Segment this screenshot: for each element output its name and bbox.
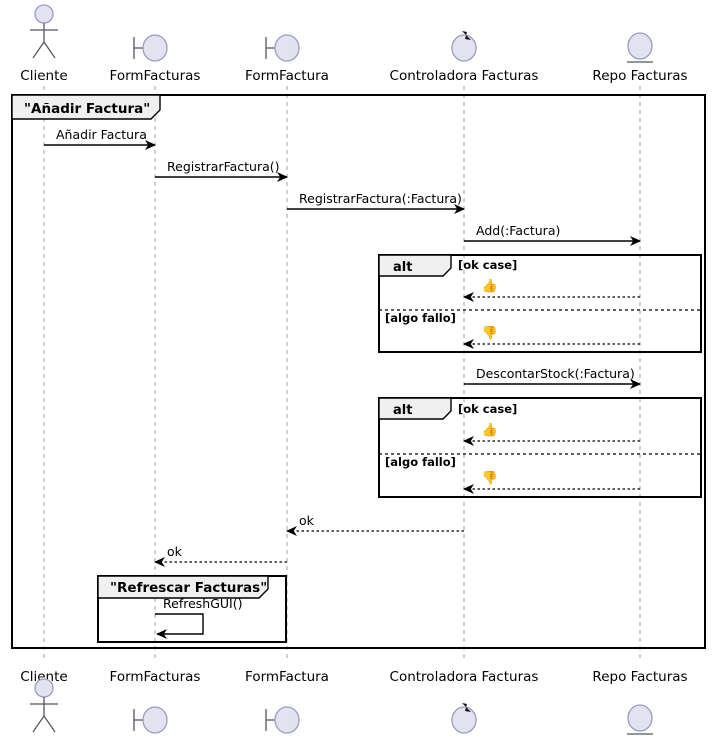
message-m1: Añadir Factura <box>44 127 156 150</box>
self-message-sm1: RefreshGUI() <box>155 596 242 639</box>
message-m10: ok <box>286 513 464 536</box>
actor-leg-left-icon <box>32 715 45 733</box>
control-circle-icon <box>451 706 477 734</box>
lifeline-label-formfacturas: FormFacturas <box>110 68 201 84</box>
message-m7: DescontarStock(:Factura) <box>464 366 641 389</box>
message-label-m7: DescontarStock(:Factura) <box>476 366 635 381</box>
lifeline-foot-cliente: Cliente <box>20 669 68 733</box>
alt-1: alt [ok case] [algo fallo] <box>378 254 702 353</box>
lifeline-head-formfacturas: FormFacturas <box>110 34 201 84</box>
thumbs-down-icon: 👎 <box>482 470 498 486</box>
boundary-circle-icon <box>142 706 168 734</box>
frame-anadir-factura-title: "Añadir Factura" <box>24 101 150 117</box>
lifeline-head-repo: Repo Facturas <box>592 32 688 84</box>
frame-anadir-factura-border <box>11 94 706 649</box>
message-label-m3: RegistrarFactura(:Factura) <box>299 191 462 206</box>
entity-circle-icon <box>627 704 653 732</box>
alt-1-border <box>378 254 702 353</box>
self-message-line-sm1 <box>155 613 204 639</box>
message-m9: 👎 <box>463 470 640 494</box>
thumbs-down-icon: 👎 <box>482 325 498 341</box>
message-m2: RegistrarFactura() <box>155 159 288 182</box>
fragments-layer: alt [ok case] [algo fallo] alt [ok case] [alg… <box>378 254 702 498</box>
alt-2-tab <box>378 397 452 420</box>
frame-refrescar-facturas-tab <box>97 575 269 599</box>
message-label-m2: RegistrarFactura() <box>167 159 280 174</box>
lifeline-label-cliente: Cliente <box>20 68 67 84</box>
message-m11: ok <box>154 544 287 567</box>
alt-1-guard-1: [algo fallo] <box>385 311 456 325</box>
lifeline-label-formfactura: FormFactura <box>245 68 329 84</box>
message-label-m4: Add(:Factura) <box>476 223 560 238</box>
message-label-m1: Añadir Factura <box>56 127 147 142</box>
alt-1-tab <box>378 254 452 277</box>
actor-leg-left-icon <box>32 41 45 59</box>
frame-anadir-factura-tab <box>11 94 161 120</box>
frames-layer: "Añadir Factura" "Refrescar Facturas" <box>11 94 706 649</box>
lifeline-footers: Cliente FormFacturas FormFactura Controlado… <box>20 669 688 735</box>
lifeline-label-repo: Repo Facturas <box>592 68 687 84</box>
frame-refrescar-facturas-title: "Refrescar Facturas" <box>110 580 267 596</box>
frame-anadir-factura: "Añadir Factura" <box>11 94 706 649</box>
footer-label-formfacturas: FormFacturas <box>110 669 201 685</box>
lifeline-foot-formfacturas: FormFacturas <box>110 669 201 734</box>
boundary-circle-icon <box>142 34 168 62</box>
lifeline-head-cliente: Cliente <box>20 4 68 84</box>
self-message-label-sm1: RefreshGUI() <box>163 596 242 611</box>
lifeline-foot-formfactura: FormFactura <box>245 669 329 734</box>
message-m3: RegistrarFactura(:Factura) <box>287 191 465 214</box>
alt-2-guard-0: [ok case] <box>458 402 517 416</box>
footer-label-formfactura: FormFactura <box>245 669 329 685</box>
control-arrow-icon <box>462 31 471 40</box>
lifeline-foot-controladora: Controladora Facturas <box>390 669 539 734</box>
message-m6: 👎 <box>463 325 640 349</box>
lifeline-head-controladora: Controladora Facturas <box>390 31 539 84</box>
alt-1-guard-0: [ok case] <box>458 258 517 272</box>
entity-circle-icon <box>627 32 653 60</box>
control-arrow-icon <box>462 703 471 712</box>
message-label-m10: ok <box>299 513 315 528</box>
actor-head-icon <box>34 4 54 24</box>
footer-label-controladora: Controladora Facturas <box>390 669 539 685</box>
frame-refrescar-facturas: "Refrescar Facturas" <box>97 575 287 643</box>
control-circle-icon <box>451 34 477 62</box>
thumbs-up-icon: 👍 <box>482 278 498 294</box>
message-m5: 👍 <box>463 278 640 302</box>
alt-2-border <box>378 397 702 498</box>
alt-2: alt [ok case] [algo fallo] <box>378 397 702 498</box>
actor-leg-right-icon <box>43 41 56 59</box>
alt-2-operator: alt <box>393 403 412 418</box>
boundary-circle-icon <box>274 34 300 62</box>
alt-2-guard-1: [algo fallo] <box>385 455 456 469</box>
actor-leg-right-icon <box>43 715 56 733</box>
lifeline-heads: Cliente FormFacturas FormFactura Controlado… <box>20 4 688 84</box>
lifeline-head-formfactura: FormFactura <box>245 34 329 84</box>
thumbs-up-icon: 👍 <box>482 422 498 438</box>
message-m4: Add(:Factura) <box>464 223 641 246</box>
message-label-m11: ok <box>167 544 183 559</box>
alt-1-operator: alt <box>393 260 412 275</box>
footer-label-cliente: Cliente <box>20 669 67 685</box>
message-m8: 👍 <box>463 422 640 446</box>
lifeline-foot-repo: Repo Facturas <box>592 669 688 735</box>
footer-label-repo: Repo Facturas <box>592 669 687 685</box>
boundary-circle-icon <box>274 706 300 734</box>
actor-head-icon <box>34 678 54 698</box>
lifeline-label-controladora: Controladora Facturas <box>390 68 539 84</box>
